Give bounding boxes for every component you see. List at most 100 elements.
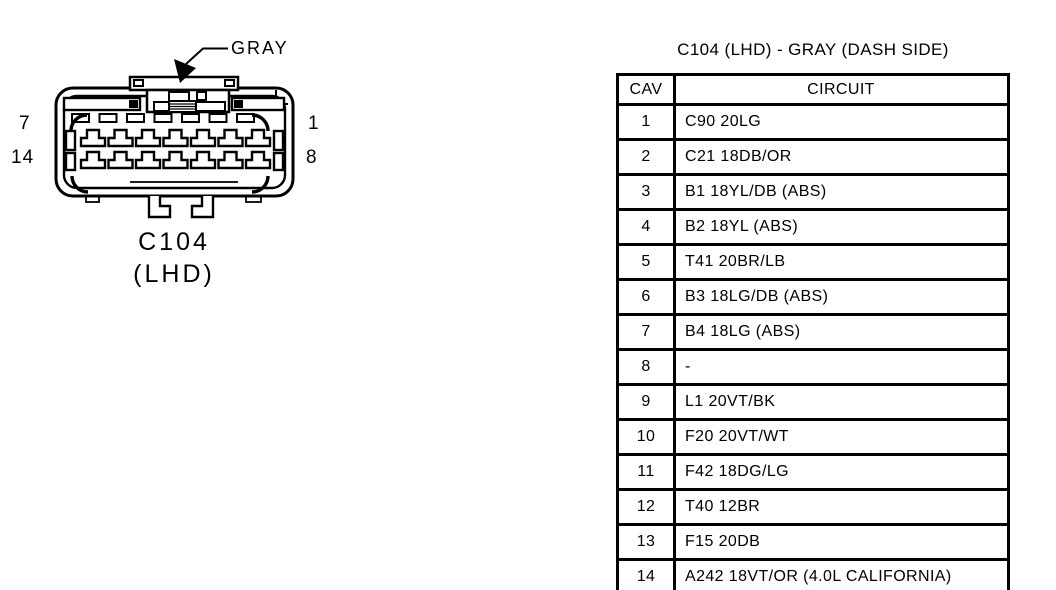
pin-cavity bbox=[79, 150, 107, 170]
cav-cell: 4 bbox=[616, 208, 676, 246]
circuit-cell: B2 18YL (ABS) bbox=[673, 208, 1010, 246]
circuit-cell: F42 18DG/LG bbox=[673, 453, 1010, 491]
top-bar-left bbox=[62, 96, 142, 112]
cav-cell: 1 bbox=[616, 103, 676, 141]
pin-number-14: 14 bbox=[11, 147, 35, 168]
corner-arc bbox=[251, 175, 270, 194]
cav-cell: 11 bbox=[616, 453, 676, 491]
pinout-section: C104 (LHD) - GRAY (DASH SIDE) CAV CIRCUI… bbox=[616, 40, 1010, 590]
pin-cavity bbox=[189, 128, 217, 148]
cav-cell: 3 bbox=[616, 173, 676, 211]
table-title: C104 (LHD) - GRAY (DASH SIDE) bbox=[677, 40, 949, 59]
vent-slot bbox=[208, 113, 228, 123]
pin-cavity bbox=[244, 150, 272, 170]
cav-cell: 14 bbox=[616, 558, 676, 590]
circuit-cell: F15 20DB bbox=[673, 523, 1010, 561]
column-header-circuit: CIRCUIT bbox=[673, 73, 1010, 106]
circuit-cell: T40 12BR bbox=[673, 488, 1010, 526]
circuit-cell: B3 18LG/DB (ABS) bbox=[673, 278, 1010, 316]
vent-slot bbox=[126, 113, 145, 123]
pin-cavity bbox=[217, 128, 244, 148]
pin-number-7: 7 bbox=[19, 113, 31, 134]
pin-cavity bbox=[217, 150, 244, 170]
circuit-cell: C21 18DB/OR bbox=[673, 138, 1010, 176]
pin-cavity bbox=[162, 150, 189, 170]
circuit-cell: F20 20VT/WT bbox=[673, 418, 1010, 456]
vent-slot bbox=[181, 113, 200, 123]
pin-cavity bbox=[162, 128, 189, 148]
pin-cavity bbox=[244, 128, 272, 148]
circuit-cell: T41 20BR/LB bbox=[673, 243, 1010, 281]
connector-color-callout: GRAY bbox=[231, 38, 289, 58]
cav-cell: 2 bbox=[616, 138, 676, 176]
connector-name: C104 bbox=[138, 228, 210, 256]
cav-cell: 6 bbox=[616, 278, 676, 316]
top-bar-right-block bbox=[234, 100, 243, 108]
cav-cell: 10 bbox=[616, 418, 676, 456]
latch-detail-square bbox=[196, 91, 207, 101]
cav-cell: 8 bbox=[616, 348, 676, 386]
circuit-cell: - bbox=[673, 348, 1010, 386]
table-header-row: CAV CIRCUIT bbox=[616, 73, 1010, 106]
pin-cavity bbox=[189, 150, 217, 170]
cav-cell: 9 bbox=[616, 383, 676, 421]
connector-caption: C104 (LHD) bbox=[100, 226, 248, 290]
pin-number-8: 8 bbox=[306, 147, 318, 168]
connector-variant: (LHD) bbox=[133, 260, 215, 288]
bottom-foot bbox=[245, 195, 262, 203]
callout-arrowhead-icon bbox=[174, 59, 196, 83]
pin-cavity bbox=[134, 128, 162, 148]
pin-cavity bbox=[79, 128, 107, 148]
top-bar-left-block bbox=[129, 100, 138, 108]
bottom-tab bbox=[190, 196, 215, 219]
circuit-cell: B1 18YL/DB (ABS) bbox=[673, 173, 1010, 211]
cav-cell: 12 bbox=[616, 488, 676, 526]
bottom-tab bbox=[147, 196, 172, 219]
connector-drawing-svg bbox=[54, 47, 295, 219]
side-slot bbox=[64, 129, 77, 152]
latch-cap-notch-left bbox=[133, 79, 144, 87]
table-row: 8- bbox=[616, 348, 1010, 386]
vent-slot bbox=[153, 113, 173, 123]
side-slot bbox=[272, 151, 285, 172]
vent-slot bbox=[236, 113, 255, 123]
vent-slot bbox=[98, 113, 118, 123]
corner-arc bbox=[251, 113, 270, 132]
pin-cavity bbox=[134, 150, 162, 170]
top-bar-right bbox=[230, 96, 286, 112]
circuit-cell: L1 20VT/BK bbox=[673, 383, 1010, 421]
connector-figure: GRAY 7 14 1 8 C104 (LHD) bbox=[0, 0, 360, 310]
pin-cavity bbox=[107, 150, 134, 170]
latch-cap-notch-right bbox=[224, 79, 235, 87]
column-header-cav: CAV bbox=[616, 73, 676, 106]
cav-cell: 13 bbox=[616, 523, 676, 561]
pin-number-1: 1 bbox=[308, 113, 320, 134]
circuit-cell: B4 18LG (ABS) bbox=[673, 313, 1010, 351]
corner-arc bbox=[69, 113, 88, 132]
bottom-foot bbox=[85, 195, 100, 203]
circuit-cell: A242 18VT/OR (4.0L CALIFORNIA) bbox=[673, 558, 1010, 590]
pin-cavity bbox=[107, 128, 134, 148]
latch-hatch-lines bbox=[170, 103, 195, 110]
side-slot bbox=[272, 129, 285, 152]
circuit-cell: C90 20LG bbox=[673, 103, 1010, 141]
corner-arc bbox=[70, 175, 89, 194]
vent-slot bbox=[71, 113, 90, 123]
callout-leader-line bbox=[185, 47, 228, 65]
cav-cell: 5 bbox=[616, 243, 676, 281]
side-slot bbox=[64, 151, 77, 172]
